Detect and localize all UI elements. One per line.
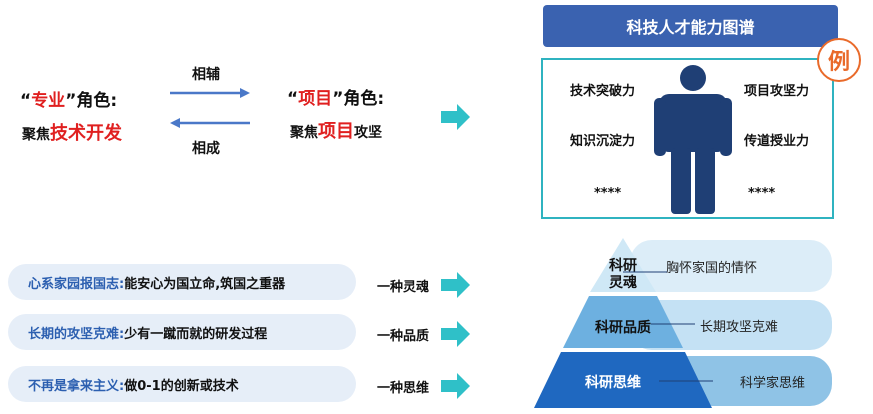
pyramid-tier-2-shape [563,296,683,348]
pyramid-tier-3-desc: 科学家思维 [740,375,806,391]
project-role-title: “项目”角色: [287,89,385,109]
row-1-pill: 心系家园报国志:能安心为国立命,筑国之重器 [8,264,356,300]
ability-right-2: 传道授业力 [744,134,810,149]
row-2-pill: 长期的攻坚克难:少有一蹴而就的研发过程 [8,314,356,350]
project-role-focus: 聚焦项目攻坚 [290,121,382,142]
row-3-arrow-icon [441,373,470,399]
ability-right-3: **** [748,186,776,201]
row-2-arrow-icon [441,321,470,347]
pyramid-tier-3-shape [534,352,712,408]
arrow-right-label: 相辅 [192,67,220,83]
left-arrow-icon [170,118,250,128]
pyramid-tier-1-desc-pill: 胸怀家国的情怀 [630,240,832,292]
ability-left-2: 知识沉淀力 [570,134,636,149]
pyramid-tier-3-label: 科研思维 [585,375,641,391]
right-arrow-icon [170,88,250,98]
ability-left-1: 技术突破力 [570,84,636,99]
ability-left-3: **** [594,186,622,201]
pyramid-tier-1-desc: 胸怀家国的情怀 [666,260,758,276]
row-1-kind: 一种灵魂 [377,280,430,295]
arrow-left-label: 相成 [192,141,220,157]
ability-map-panel [541,58,834,219]
example-badge: 例 [817,38,861,82]
pyramid-tier-2-desc: 长期攻坚克难 [700,319,779,335]
pyramid-tier-1-label: 科研 灵魂 [609,258,637,291]
pyramid-tier-2-label: 科研品质 [595,320,651,336]
professional-role-title: “专业”角色: [20,91,118,111]
person-icon [654,65,732,214]
row-3-pill: 不再是拿来主义:做0-1的创新或技术 [8,366,356,402]
teal-arrow-icon [441,104,470,130]
ability-right-1: 项目攻坚力 [744,84,810,99]
pyramid-tier-1-shape [590,238,656,292]
row-3-kind: 一种思维 [377,381,430,396]
row-2-kind: 一种品质 [377,329,430,344]
professional-role-focus: 聚焦技术开发 [22,123,122,144]
pyramid-graphic [534,238,713,408]
ability-map-title: 科技人才能力图谱 [543,5,838,47]
row-1-arrow-icon [441,272,470,298]
